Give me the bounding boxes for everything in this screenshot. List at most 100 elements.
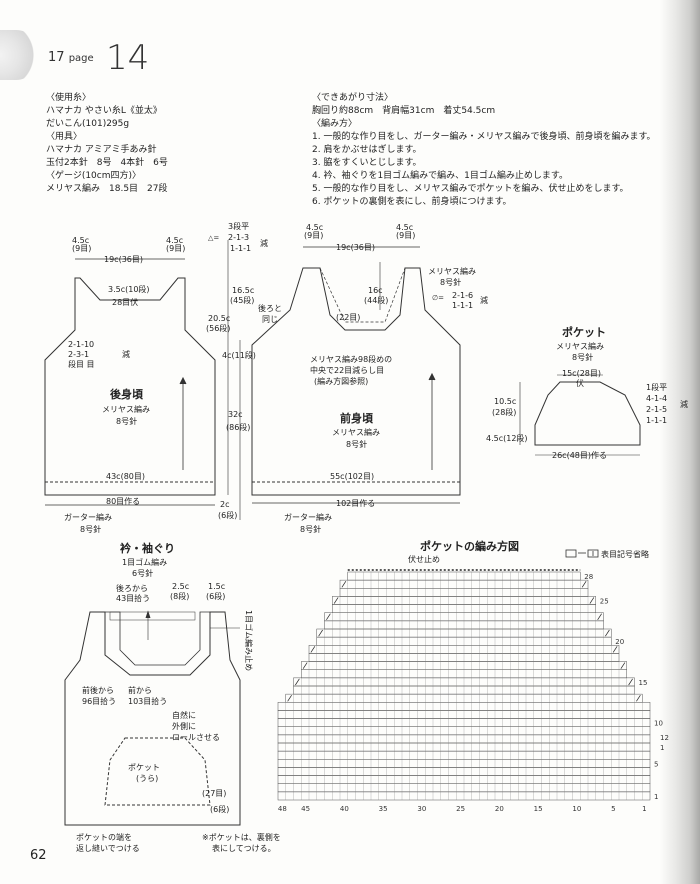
y-tick-label: 28 <box>584 573 593 581</box>
x-tick-label: 25 <box>456 805 465 813</box>
collar-pocket-note-1: ※ポケットは、裏側を <box>202 832 281 842</box>
back-hem-height: 2c <box>220 500 230 509</box>
pocket-top-width: 15c(28目) <box>562 369 601 378</box>
front-dec-rule-1: 2-1-6 <box>452 291 473 300</box>
back-shoulder-symbol: △= <box>208 234 219 242</box>
collar-roll-2: 外側に <box>172 721 196 731</box>
x-tick-label: 10 <box>572 805 581 813</box>
collar-rows-a: (8段) <box>170 591 189 601</box>
back-dec-rule-2: 2-3-1 <box>68 350 89 359</box>
back-body-needle: 8号針 <box>116 416 137 426</box>
materials-line: 〈ゲージ(10cm四方)〉 <box>46 171 142 181</box>
front-same-as-back-2: 同じ <box>262 315 278 324</box>
back-body-title: 後身頃 <box>110 387 144 401</box>
decrease-mark-icon <box>620 662 626 669</box>
materials-line: 〈用具〉 <box>46 132 83 142</box>
instruction-line: 〈編み方〉 <box>312 119 358 129</box>
front-body-title: 前身頃 <box>340 411 374 425</box>
front-strap-needle: 8号針 <box>440 277 461 287</box>
front-dec-word: 減 <box>480 295 488 305</box>
back-cast-on: 80目作る <box>106 496 140 506</box>
pocket-dec-word: 減 <box>680 399 688 409</box>
pocket-stitch: メリヤス編み <box>556 341 604 351</box>
back-shoulder-rule-a: 3段平 <box>228 221 249 231</box>
x-tick-label: 35 <box>379 805 388 813</box>
instruction-line: 4. 衿、袖ぐりを1目ゴム編みで編み、1目ゴム編み止めします。 <box>312 171 569 181</box>
back-top-width: 19c(36目) <box>104 255 143 264</box>
pocket-rule-2: 4-1-4 <box>646 394 667 403</box>
back-garter-needle: 8号針 <box>80 524 101 534</box>
page-ref: 17 page <box>48 50 94 65</box>
collar-side-pick: 前後から <box>82 685 114 695</box>
x-tick-label: 15 <box>534 805 543 813</box>
back-armhole-height: 16.5c <box>232 286 254 295</box>
collar-front-pick: 前から <box>128 685 152 695</box>
decrease-mark-icon <box>597 613 602 621</box>
back-body-rows: (86段) <box>226 422 250 432</box>
y-tick-label: 5 <box>654 760 658 768</box>
x-tick-label: 20 <box>495 805 504 813</box>
pocket-needle: 8号針 <box>572 352 593 362</box>
front-garter-stitch: ガーター編み <box>284 512 332 522</box>
decrease-mark-icon <box>318 629 323 637</box>
collar-pocket-rows: (6段) <box>210 804 229 814</box>
back-upper-height: 20.5c <box>208 314 230 323</box>
pocket-title: ポケット <box>562 325 606 339</box>
y-tick-label: 10 <box>654 720 663 728</box>
doily-ornament-icon <box>0 30 40 80</box>
collar-bind-off-vertical: 1目ゴム編み止め <box>244 610 254 671</box>
pocket-chart-grid <box>277 569 651 801</box>
pocket-rule-4: 1-1-1 <box>646 416 667 425</box>
back-dec-rule-1: 2-1-10 <box>68 340 94 349</box>
materials-line: だいこん(101)295g <box>46 119 130 129</box>
materials-line: ハマナカ やさい糸L《並太》 <box>46 106 162 116</box>
legend-empty-box-icon <box>565 549 577 558</box>
back-body-height: 32c <box>228 410 243 419</box>
decrease-mark-icon <box>628 678 633 686</box>
back-body-stitch: メリヤス編み <box>102 404 150 414</box>
page-number: 62 <box>30 848 47 863</box>
back-neck-depth: 3.5c(10段) <box>108 284 150 294</box>
decrease-mark-icon <box>636 694 641 702</box>
front-note-2: 中央で22目減らし目 <box>310 365 384 375</box>
pocket-chart-bindoff: 伏せ止め <box>408 554 440 564</box>
front-shoulder-left: 4.5c <box>306 223 323 232</box>
chart-right-mark-1: 1 <box>660 744 664 752</box>
instruction-line: 胸回り約88cm 背肩幅31cm 着丈54.5cm <box>312 106 496 116</box>
y-tick-label: 20 <box>615 638 624 646</box>
pocket-height-rows: (28段) <box>492 407 516 417</box>
collar-outline <box>64 611 241 826</box>
front-neck-rows: (44段) <box>364 295 388 305</box>
decrease-mark-icon <box>310 646 316 653</box>
front-garter-needle: 8号針 <box>300 524 321 534</box>
y-tick-label: 1 <box>654 793 658 801</box>
front-body-stitch: メリヤス編み <box>332 427 380 437</box>
back-hem-rows: (6段) <box>218 510 237 520</box>
pocket-chart-y-axis: 28 25 20 15 10 5 1 <box>584 573 663 801</box>
instruction-line: 1. 一般的な作り目をし、ガーター編み・メリヤス編みで後身頃、前身頃を編みます。 <box>312 132 656 142</box>
collar-needle: 6号針 <box>132 568 153 578</box>
back-shoulder-left-rows: (9目) <box>72 244 91 253</box>
x-tick-label: 5 <box>611 805 615 813</box>
materials-line: ハマナカ アミアミ手あみ針 <box>46 145 157 155</box>
back-bottom-width: 43c(80目) <box>106 472 145 481</box>
instruction-line: 6. ポケットの裏側を表にし、前身頃につけます。 <box>312 197 512 207</box>
pattern-number: 14 <box>106 38 150 78</box>
back-shoulder-right-rows: (9目) <box>166 244 185 253</box>
collar-title: 衿・袖ぐり <box>120 541 175 555</box>
collar-roll-3: ロールさせる <box>172 733 220 742</box>
collar-pocket-stitches: (27目) <box>202 789 226 798</box>
instruction-line: 2. 肩をかぶせはぎします。 <box>312 145 422 155</box>
collar-rows-b: (6段) <box>206 591 225 601</box>
decrease-mark-icon <box>589 597 595 604</box>
pocket-rule-1: 1段平 <box>646 382 667 392</box>
instruction-line: 5. 一般的な作り目をし、メリヤス編みでポケットを編み、伏せ止めをします。 <box>312 184 629 194</box>
back-body-outline <box>44 277 216 496</box>
decrease-mark-icon <box>333 597 339 604</box>
x-tick-label: 48 <box>278 805 287 813</box>
front-bottom-width: 55c(102目) <box>330 472 374 481</box>
page-ref-number: 17 <box>48 50 65 65</box>
decrease-mark-icon <box>302 662 308 669</box>
pocket-rule-3: 2-1-5 <box>646 405 667 414</box>
